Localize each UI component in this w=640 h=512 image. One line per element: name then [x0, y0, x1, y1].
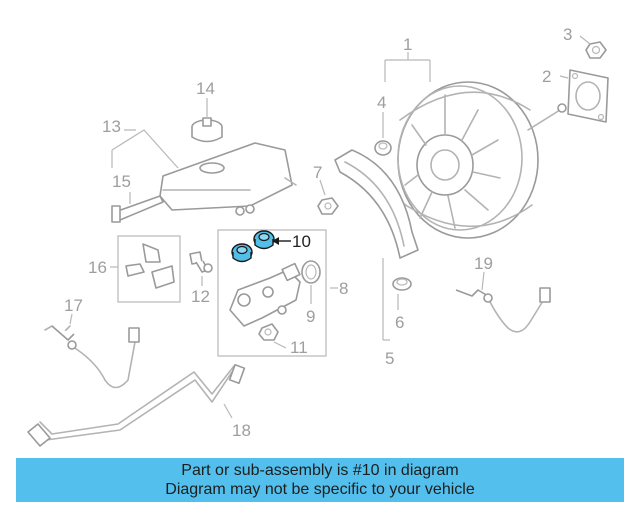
reservoir-cap: [191, 117, 223, 143]
callout-10[interactable]: 10: [292, 232, 311, 251]
wheel-speed-sensor-17: [44, 325, 140, 389]
callout-2: 2: [542, 67, 551, 86]
callout-6: 6: [395, 313, 404, 332]
caption-banner: Part or sub-assembly is #10 in diagram D…: [16, 458, 624, 502]
callout-18: 18: [232, 421, 251, 440]
callout-14: 14: [196, 79, 215, 98]
grommet-6: [392, 277, 412, 291]
caption-line-2: Diagram may not be specific to your vehi…: [165, 481, 475, 498]
leader-lines: [69, 35, 591, 419]
fluid-reservoir: [159, 142, 297, 216]
nut-11: [258, 323, 279, 341]
heat-shield: [334, 149, 419, 259]
o-ring-9: [301, 260, 321, 284]
callout-12: 12: [191, 287, 210, 306]
callout-17: 17: [64, 296, 83, 315]
sensor-16: [125, 243, 175, 289]
callout-13: 13: [102, 117, 121, 136]
box-8: [217, 229, 327, 357]
bolt-12: [189, 251, 213, 273]
caption-line-1: Part or sub-assembly is #10 in diagram: [181, 462, 459, 479]
brake-booster: [397, 81, 567, 239]
booster-gasket: [567, 69, 609, 123]
callout-9: 9: [306, 307, 315, 326]
callout-3: 3: [563, 25, 572, 44]
callout-1: 1: [403, 35, 412, 54]
wheel-speed-sensor-19: [455, 287, 551, 333]
master-cylinder: [229, 262, 301, 327]
reservoir-grommet-10-highlighted[interactable]: [231, 230, 275, 263]
reservoir-pin: [111, 195, 164, 223]
callout-16: 16: [88, 258, 107, 277]
callout-5: 5: [385, 349, 394, 368]
callout-4: 4: [377, 93, 386, 112]
callout-15: 15: [112, 172, 131, 191]
nut-7: [317, 197, 339, 215]
grommet-4: [374, 140, 392, 156]
callout-19: 19: [474, 254, 493, 273]
nut-3: [585, 41, 607, 59]
callout-11: 11: [290, 338, 308, 357]
brake-hose-18: [27, 363, 246, 447]
callout-7: 7: [313, 163, 322, 182]
callout-8: 8: [339, 279, 348, 298]
box-16: [117, 235, 181, 303]
